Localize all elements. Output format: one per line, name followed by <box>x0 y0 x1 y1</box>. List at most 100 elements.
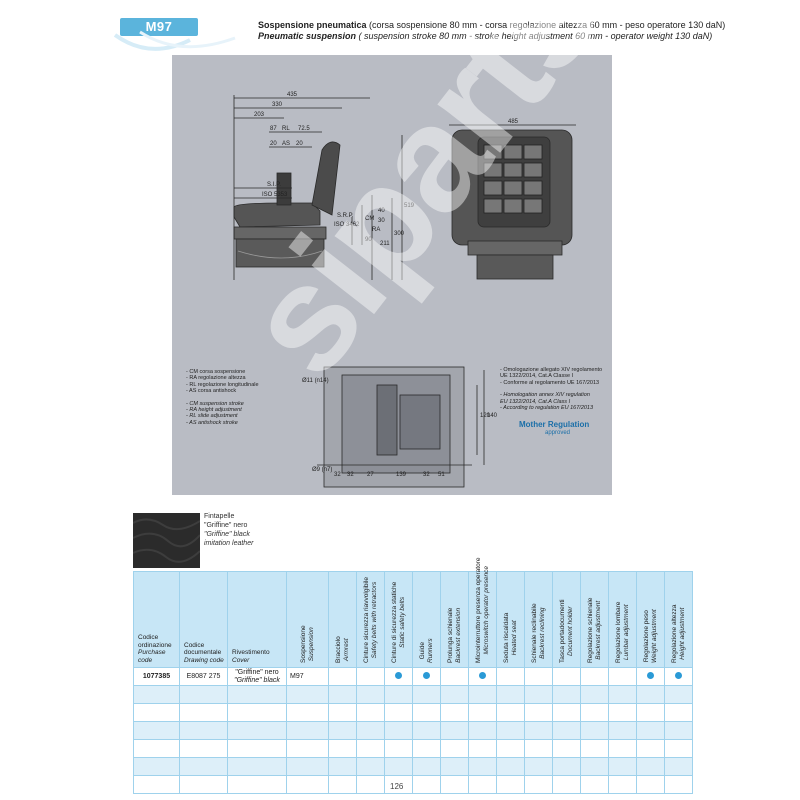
table-cell-empty <box>440 757 469 776</box>
table-cell-empty <box>664 775 693 794</box>
table-cell-empty <box>524 703 553 722</box>
dim-side-10: ISO 5353 <box>262 192 288 198</box>
table-cell-empty <box>412 739 441 758</box>
table-cell-empty <box>133 739 180 758</box>
cell-lumbar-adjustment <box>608 667 637 686</box>
table-cell-empty <box>496 703 525 722</box>
table-cell-empty <box>286 703 329 722</box>
cell-weight-adjustment <box>636 667 665 686</box>
notes-left: - CM corsa sospensione - RA regolazione … <box>186 369 259 426</box>
table-cell-empty <box>580 757 609 776</box>
header-cover-en: Cover <box>232 656 250 664</box>
vh-1-it: Bracciolo <box>334 636 342 663</box>
table-cell-empty <box>412 703 441 722</box>
dim-bottom-5: 139 <box>396 472 407 478</box>
table-cell-empty <box>608 721 637 740</box>
technical-drawing: 435 330 203 87 RL 72.5 20 AS 20 S.I.P. I… <box>233 92 576 488</box>
vh-1-en: Armrest <box>342 638 349 662</box>
cell-drawing-code: E8087 275 <box>179 667 228 686</box>
table-cell-empty <box>133 685 180 704</box>
vh-9-en: Document holder <box>566 606 573 656</box>
title-english: Pneumatic suspension ( suspension stroke… <box>258 31 712 41</box>
table-cell-empty <box>468 685 497 704</box>
vh-9-it: Tasca portadocumenti <box>558 599 566 663</box>
dim-side-15: RA <box>372 227 380 233</box>
cell-backrest-adjustment <box>580 667 609 686</box>
vh-3-it: Cinture di sicurezza statiche <box>390 581 398 663</box>
cell-heated-seat <box>496 667 525 686</box>
table-cell-empty <box>608 739 637 758</box>
reg-en-2: - According to regulation EU 167/2013 <box>500 405 594 412</box>
table-cell-empty <box>440 775 469 794</box>
note-en-3: - AS antishock stroke <box>186 419 238 426</box>
table-cell-empty <box>384 703 413 722</box>
technical-drawing-panel: 435 330 203 87 RL 72.5 20 AS 20 S.I.P. I… <box>172 55 612 495</box>
cell-height-adjustment <box>664 667 693 686</box>
regulation-title: Mother Regulation <box>519 420 590 429</box>
dim-side-6: 20 <box>270 141 277 147</box>
header-doc-en: Drawing code <box>184 656 224 664</box>
table-cell-empty <box>286 721 329 740</box>
table-cell-empty <box>440 703 469 722</box>
dim-side-4: RL <box>282 126 290 132</box>
table-cell-empty <box>636 685 665 704</box>
table-cell-empty <box>440 721 469 740</box>
dim-side-8: 20 <box>296 141 303 147</box>
table-cell-empty <box>580 685 609 704</box>
feature-dot <box>395 672 402 679</box>
notes-regulation: - Omologazione allegato XIV regolamento … <box>500 367 602 411</box>
dim-bottom-9: 140 <box>487 413 498 419</box>
table-cell-empty <box>328 757 357 776</box>
table-cell-empty <box>179 739 228 758</box>
header-doc-it: Codice documentale <box>184 641 222 657</box>
vh-0-it: Sospensione <box>299 625 307 663</box>
dim-side-14: 40 <box>378 208 385 214</box>
page-number: 126 <box>390 782 404 791</box>
table-cell-empty <box>227 739 287 758</box>
reg-it-1: UE 1322/2014, Cat.A Classe I <box>500 373 574 380</box>
dim-side-9: S.I.P. <box>267 182 281 188</box>
table-cell-empty <box>636 703 665 722</box>
header-arc-decoration <box>113 30 236 51</box>
reg-en-0: - Homologation annex XIV regulation <box>500 392 590 399</box>
table-cell-empty <box>636 757 665 776</box>
vh-3-en: Static safety belts <box>398 596 405 648</box>
table-cell-empty <box>328 703 357 722</box>
header-cover-it: Rivestimento <box>232 649 270 656</box>
table-row-empty <box>133 721 693 740</box>
vh-6-en: Microswitch operator presence <box>482 566 489 655</box>
table-cell-empty <box>552 721 581 740</box>
vh-6-it: Microinterruttore presenza operatore <box>474 557 482 664</box>
table-header-row: Codice ordinazione Purchase code Codice … <box>133 558 693 668</box>
table-cell-empty <box>552 775 581 794</box>
note-en-0: - CM suspension stroke <box>186 400 244 407</box>
table-cell-empty <box>412 721 441 740</box>
dim-bottom-2: 32 <box>334 472 341 478</box>
vh-7-it: Seduta riscaldata <box>502 612 510 663</box>
swatch-description: Fintapelle "Griffine" nero "Griffine" bl… <box>204 512 253 548</box>
header-drawing-code: Codice documentale Drawing code <box>179 571 228 668</box>
note-en-2: - RL slide adjustment <box>186 413 238 420</box>
leather-texture <box>132 518 201 563</box>
seat-bottom-view <box>317 366 485 488</box>
feature-dot <box>647 672 654 679</box>
dim-bottom-4: 27 <box>367 472 374 478</box>
dim-side-5: 72.5 <box>298 126 310 132</box>
table-cell-empty <box>664 703 693 722</box>
cell-document-holder <box>552 667 581 686</box>
dim-side-17: 90 <box>365 237 372 243</box>
vh-12-en: Weight adjustment <box>650 609 657 663</box>
table-cell-empty <box>496 721 525 740</box>
vh-4-en: Runners <box>426 638 433 663</box>
table-cell-empty <box>468 703 497 722</box>
header-code-it: Codice ordinazione <box>138 634 172 649</box>
vh-4-it: Guide <box>418 642 426 660</box>
vh-7-en: Heated seat <box>510 620 517 656</box>
seat-front-view <box>449 124 576 280</box>
note-it-1: - RA regolazione altezza <box>186 375 246 382</box>
